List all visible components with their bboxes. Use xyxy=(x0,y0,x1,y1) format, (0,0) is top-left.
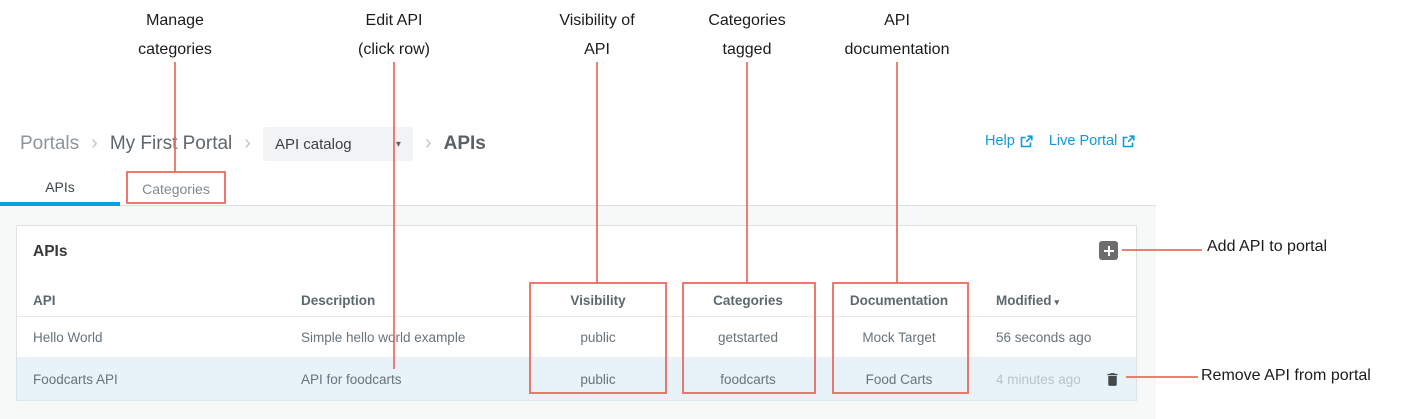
cell-categories: getstarted xyxy=(717,329,779,345)
column-header-documentation[interactable]: Documentation xyxy=(849,292,949,308)
cell-api: Hello World xyxy=(33,329,103,345)
cell-modified-value: 4 minutes ago xyxy=(996,371,1081,387)
callout-add-api: Add API to portal xyxy=(1207,238,1328,255)
live-portal-link[interactable]: Live Portal xyxy=(1049,133,1136,149)
cell-documentation: Mock Target xyxy=(862,329,936,345)
tab-categories[interactable]: Categories xyxy=(127,172,225,206)
annotation-line-visibility xyxy=(596,62,598,283)
plus-icon xyxy=(1103,245,1114,256)
cell-categories: foodcarts xyxy=(720,371,776,387)
annotation-line-manage-categories xyxy=(174,62,176,172)
api-catalog-dropdown[interactable]: API catalog ▾ xyxy=(262,127,413,161)
help-link[interactable]: Help xyxy=(985,133,1033,149)
tab-apis[interactable]: APIs xyxy=(0,172,120,206)
cell-visibility: public xyxy=(580,371,616,387)
help-link-label: Help xyxy=(985,133,1015,149)
breadcrumb-portals[interactable]: Portals xyxy=(20,133,80,154)
breadcrumb-separator-icon: › xyxy=(91,131,98,154)
cell-modified: 4 minutes ago xyxy=(965,372,1136,387)
external-link-icon xyxy=(1020,134,1033,147)
chevron-down-icon: ▾ xyxy=(395,138,401,150)
annotation-line-add-api xyxy=(1122,249,1202,251)
breadcrumb-separator-icon: › xyxy=(244,131,251,154)
annotation-box-visibility-column xyxy=(529,282,667,394)
callout-edit-api: Edit API (click row) xyxy=(358,12,430,58)
live-portal-link-label: Live Portal xyxy=(1048,133,1118,149)
api-catalog-dropdown-value: API catalog xyxy=(274,135,352,153)
callout-api-documentation: API documentation xyxy=(844,12,950,58)
breadcrumb-portal-name[interactable]: My First Portal xyxy=(109,133,233,154)
panel-title: APIs xyxy=(33,243,68,260)
column-header-api[interactable]: API xyxy=(33,292,56,308)
callout-categories-tagged: Categories tagged xyxy=(708,12,786,58)
column-header-categories[interactable]: Categories xyxy=(713,292,783,308)
cell-modified: 56 seconds ago xyxy=(996,329,1092,345)
annotation-line-documentation xyxy=(896,62,898,283)
cell-description: Simple hello world example xyxy=(301,329,466,345)
annotation-box-categories-column xyxy=(682,282,816,394)
column-header-modified[interactable]: Modified▾ xyxy=(996,292,1060,308)
cell-visibility: public xyxy=(580,329,616,345)
annotation-line-remove-api xyxy=(1126,376,1198,378)
cell-documentation: Food Carts xyxy=(865,371,933,387)
tab-bar: APIs Categories xyxy=(0,172,1156,206)
breadcrumb-current-page: APIs xyxy=(443,133,486,154)
callout-remove-api: Remove API from portal xyxy=(1201,367,1371,384)
annotation-box-categories-tab xyxy=(126,171,226,204)
trash-icon xyxy=(1107,372,1117,386)
tab-apis-label: APIs xyxy=(45,179,75,195)
callout-visibility: Visibility of API xyxy=(559,12,635,58)
breadcrumb: Portals › My First Portal › API catalog … xyxy=(20,126,486,162)
column-header-description[interactable]: Description xyxy=(301,292,376,308)
external-link-icon xyxy=(1123,134,1135,147)
table-header-row: API Description Visibility Categories Do… xyxy=(17,284,1136,317)
remove-api-button[interactable] xyxy=(1103,370,1121,388)
column-header-visibility[interactable]: Visibility xyxy=(570,292,626,308)
breadcrumb-separator-icon: › xyxy=(424,131,432,154)
annotation-box-documentation-column xyxy=(832,282,969,394)
callout-manage-categories: Manage categories xyxy=(138,12,212,58)
annotation-line-categories xyxy=(746,62,748,283)
caret-down-icon: ▾ xyxy=(1054,296,1060,307)
table-row-hello-world[interactable]: Hello World Simple hello world example p… xyxy=(17,317,1136,358)
cell-description: API for foodcarts xyxy=(301,371,402,387)
add-api-button[interactable] xyxy=(1099,241,1118,260)
tab-categories-label: Categories xyxy=(142,181,210,197)
annotation-line-edit-api xyxy=(393,62,395,369)
cell-api: Foodcarts API xyxy=(33,371,118,387)
header-links: Help Live Portal xyxy=(985,133,1135,149)
